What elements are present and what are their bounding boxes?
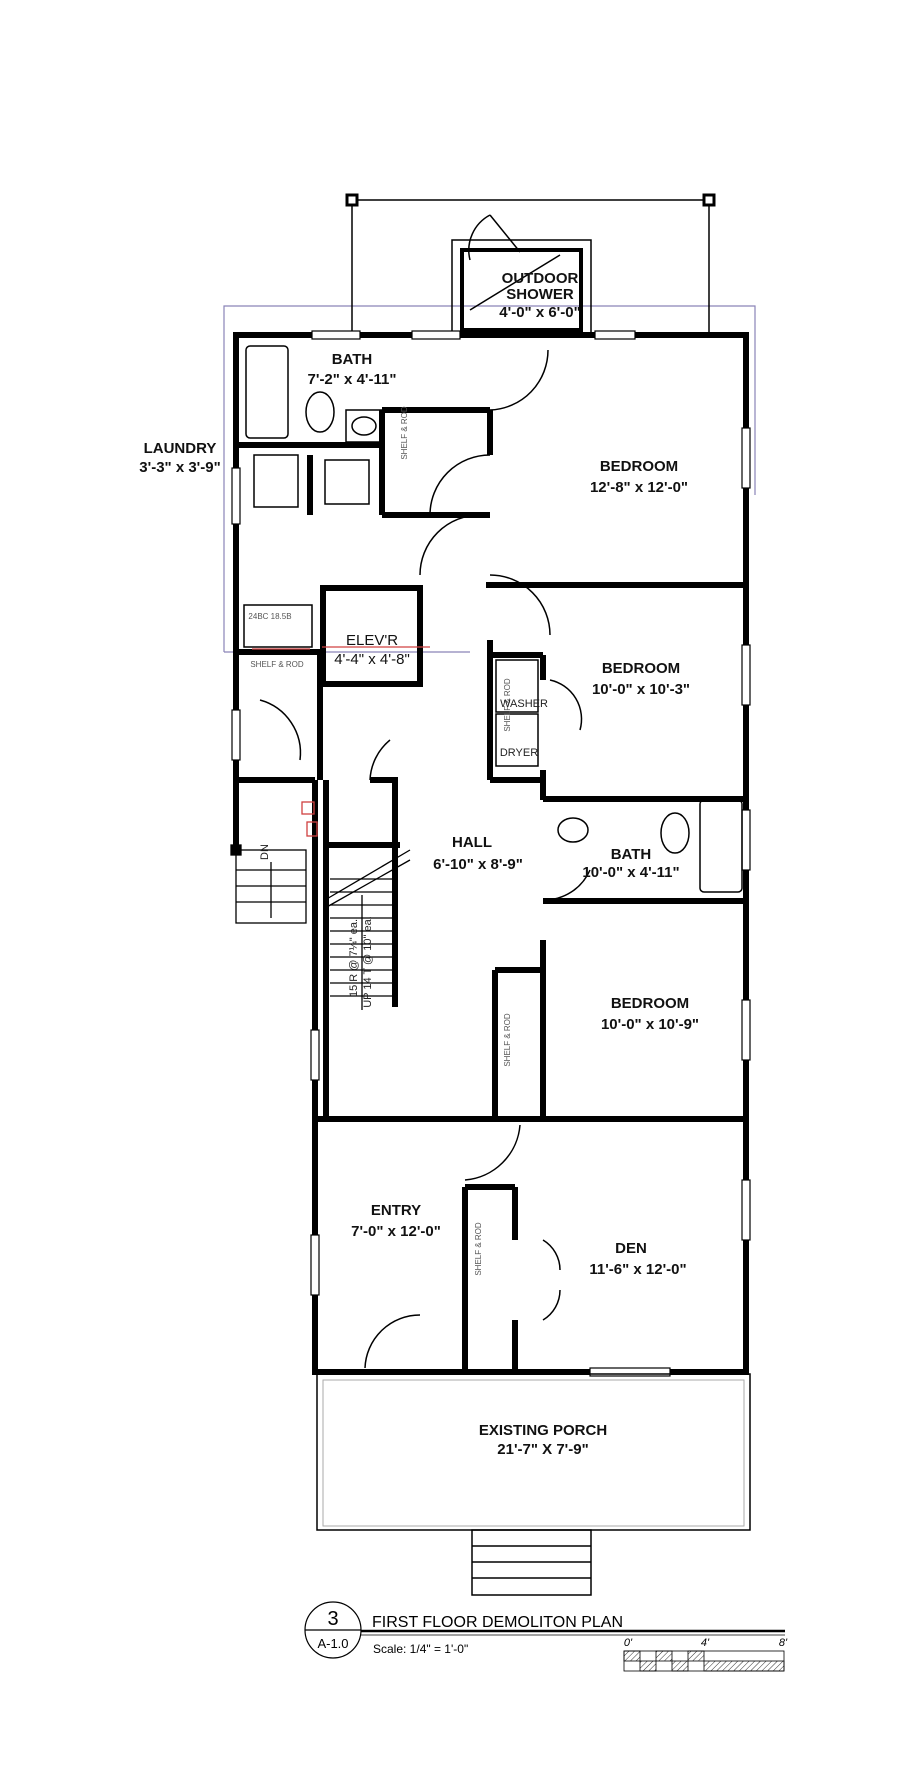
shelf-rod-note: SHELF & ROD: [400, 406, 409, 460]
outdoor-shower-label-1: OUTDOOR: [502, 270, 579, 287]
stair-treads-note: UP 14 T @ 10" ea.: [362, 916, 374, 1008]
sheet-number: A-1.0: [317, 1636, 348, 1651]
porch-label: EXISTING PORCH: [479, 1422, 607, 1439]
bedroom2-dims: 10'-0" x 10'-3": [592, 681, 690, 698]
entry-dims: 7'-0" x 12'-0": [351, 1223, 441, 1240]
doors[interactable]: [259, 349, 591, 1369]
shelf-rod-note: SHELF & ROD: [503, 678, 512, 732]
bedroom3-dims: 10'-0" x 10'-9": [601, 1016, 699, 1033]
exterior-stairs: [230, 844, 307, 924]
shelf-rod-note: SHELF & ROD: [474, 1222, 483, 1276]
outdoor-shower: [451, 214, 592, 336]
drawing-title: FIRST FLOOR DEMOLITON PLAN: [372, 1614, 623, 1631]
hall-dims: 6'-10" x 8'-9": [433, 856, 523, 873]
down-note: DN: [259, 844, 271, 860]
pergola: [345, 193, 716, 335]
shelf-rod-note: SHELF & ROD: [503, 1013, 512, 1067]
elevator-dims: 4'-4" x 4'-8": [334, 651, 410, 668]
demo-marks: [252, 646, 430, 837]
den-label: DEN: [615, 1240, 647, 1257]
scale-bar-label-8: 8': [779, 1637, 788, 1649]
bedroom3-label: BEDROOM: [611, 995, 689, 1012]
hall-label: HALL: [452, 834, 492, 851]
porch-dims: 21'-7" X 7'-9": [497, 1441, 588, 1458]
laundry-label: LAUNDRY: [144, 440, 217, 457]
laundry-dims: 3'-3" x 3'-9": [139, 459, 220, 476]
den-dims: 11'-6" x 12'-0": [589, 1261, 686, 1278]
scale-bar-label-0: 0': [624, 1637, 633, 1649]
bath2-label: BATH: [611, 846, 652, 863]
bedroom1-label: BEDROOM: [600, 458, 678, 475]
exterior-walls: [233, 332, 749, 1375]
scale-bar-label-4: 4': [701, 1637, 710, 1649]
washer-label: WASHER: [500, 698, 548, 710]
porch: [316, 1373, 751, 1596]
bedroom2-label: BEDROOM: [602, 660, 680, 677]
dryer-label: DRYER: [500, 747, 538, 759]
entry-label: ENTRY: [371, 1202, 421, 1219]
fixtures: [243, 345, 743, 893]
title-block: [304, 1601, 785, 1672]
shelf-rod-note: SHELF & ROD: [250, 660, 304, 669]
elevator-label: ELEV'R: [346, 632, 398, 649]
interior-stairs: [324, 849, 411, 1010]
outdoor-shower-label-2: SHOWER: [506, 286, 574, 303]
outdoor-shower-dims: 4'-0" x 6'-0": [499, 304, 580, 321]
bath2-dims: 10'-0" x 4'-11": [582, 864, 679, 881]
drawing-scale: Scale: 1/4" = 1'-0": [373, 1642, 468, 1656]
overlay-outline: [223, 305, 756, 652]
bath1-label: BATH: [332, 351, 373, 368]
stair-risers-note: 15 R @ 7¼" ea.: [348, 919, 360, 997]
detail-number: 3: [327, 1608, 338, 1630]
bedroom1-dims: 12'-8" x 12'-0": [590, 479, 688, 496]
cabinet-note: 24BC 18.5B: [248, 612, 291, 621]
bath1-dims: 7'-2" x 4'-11": [308, 371, 397, 388]
